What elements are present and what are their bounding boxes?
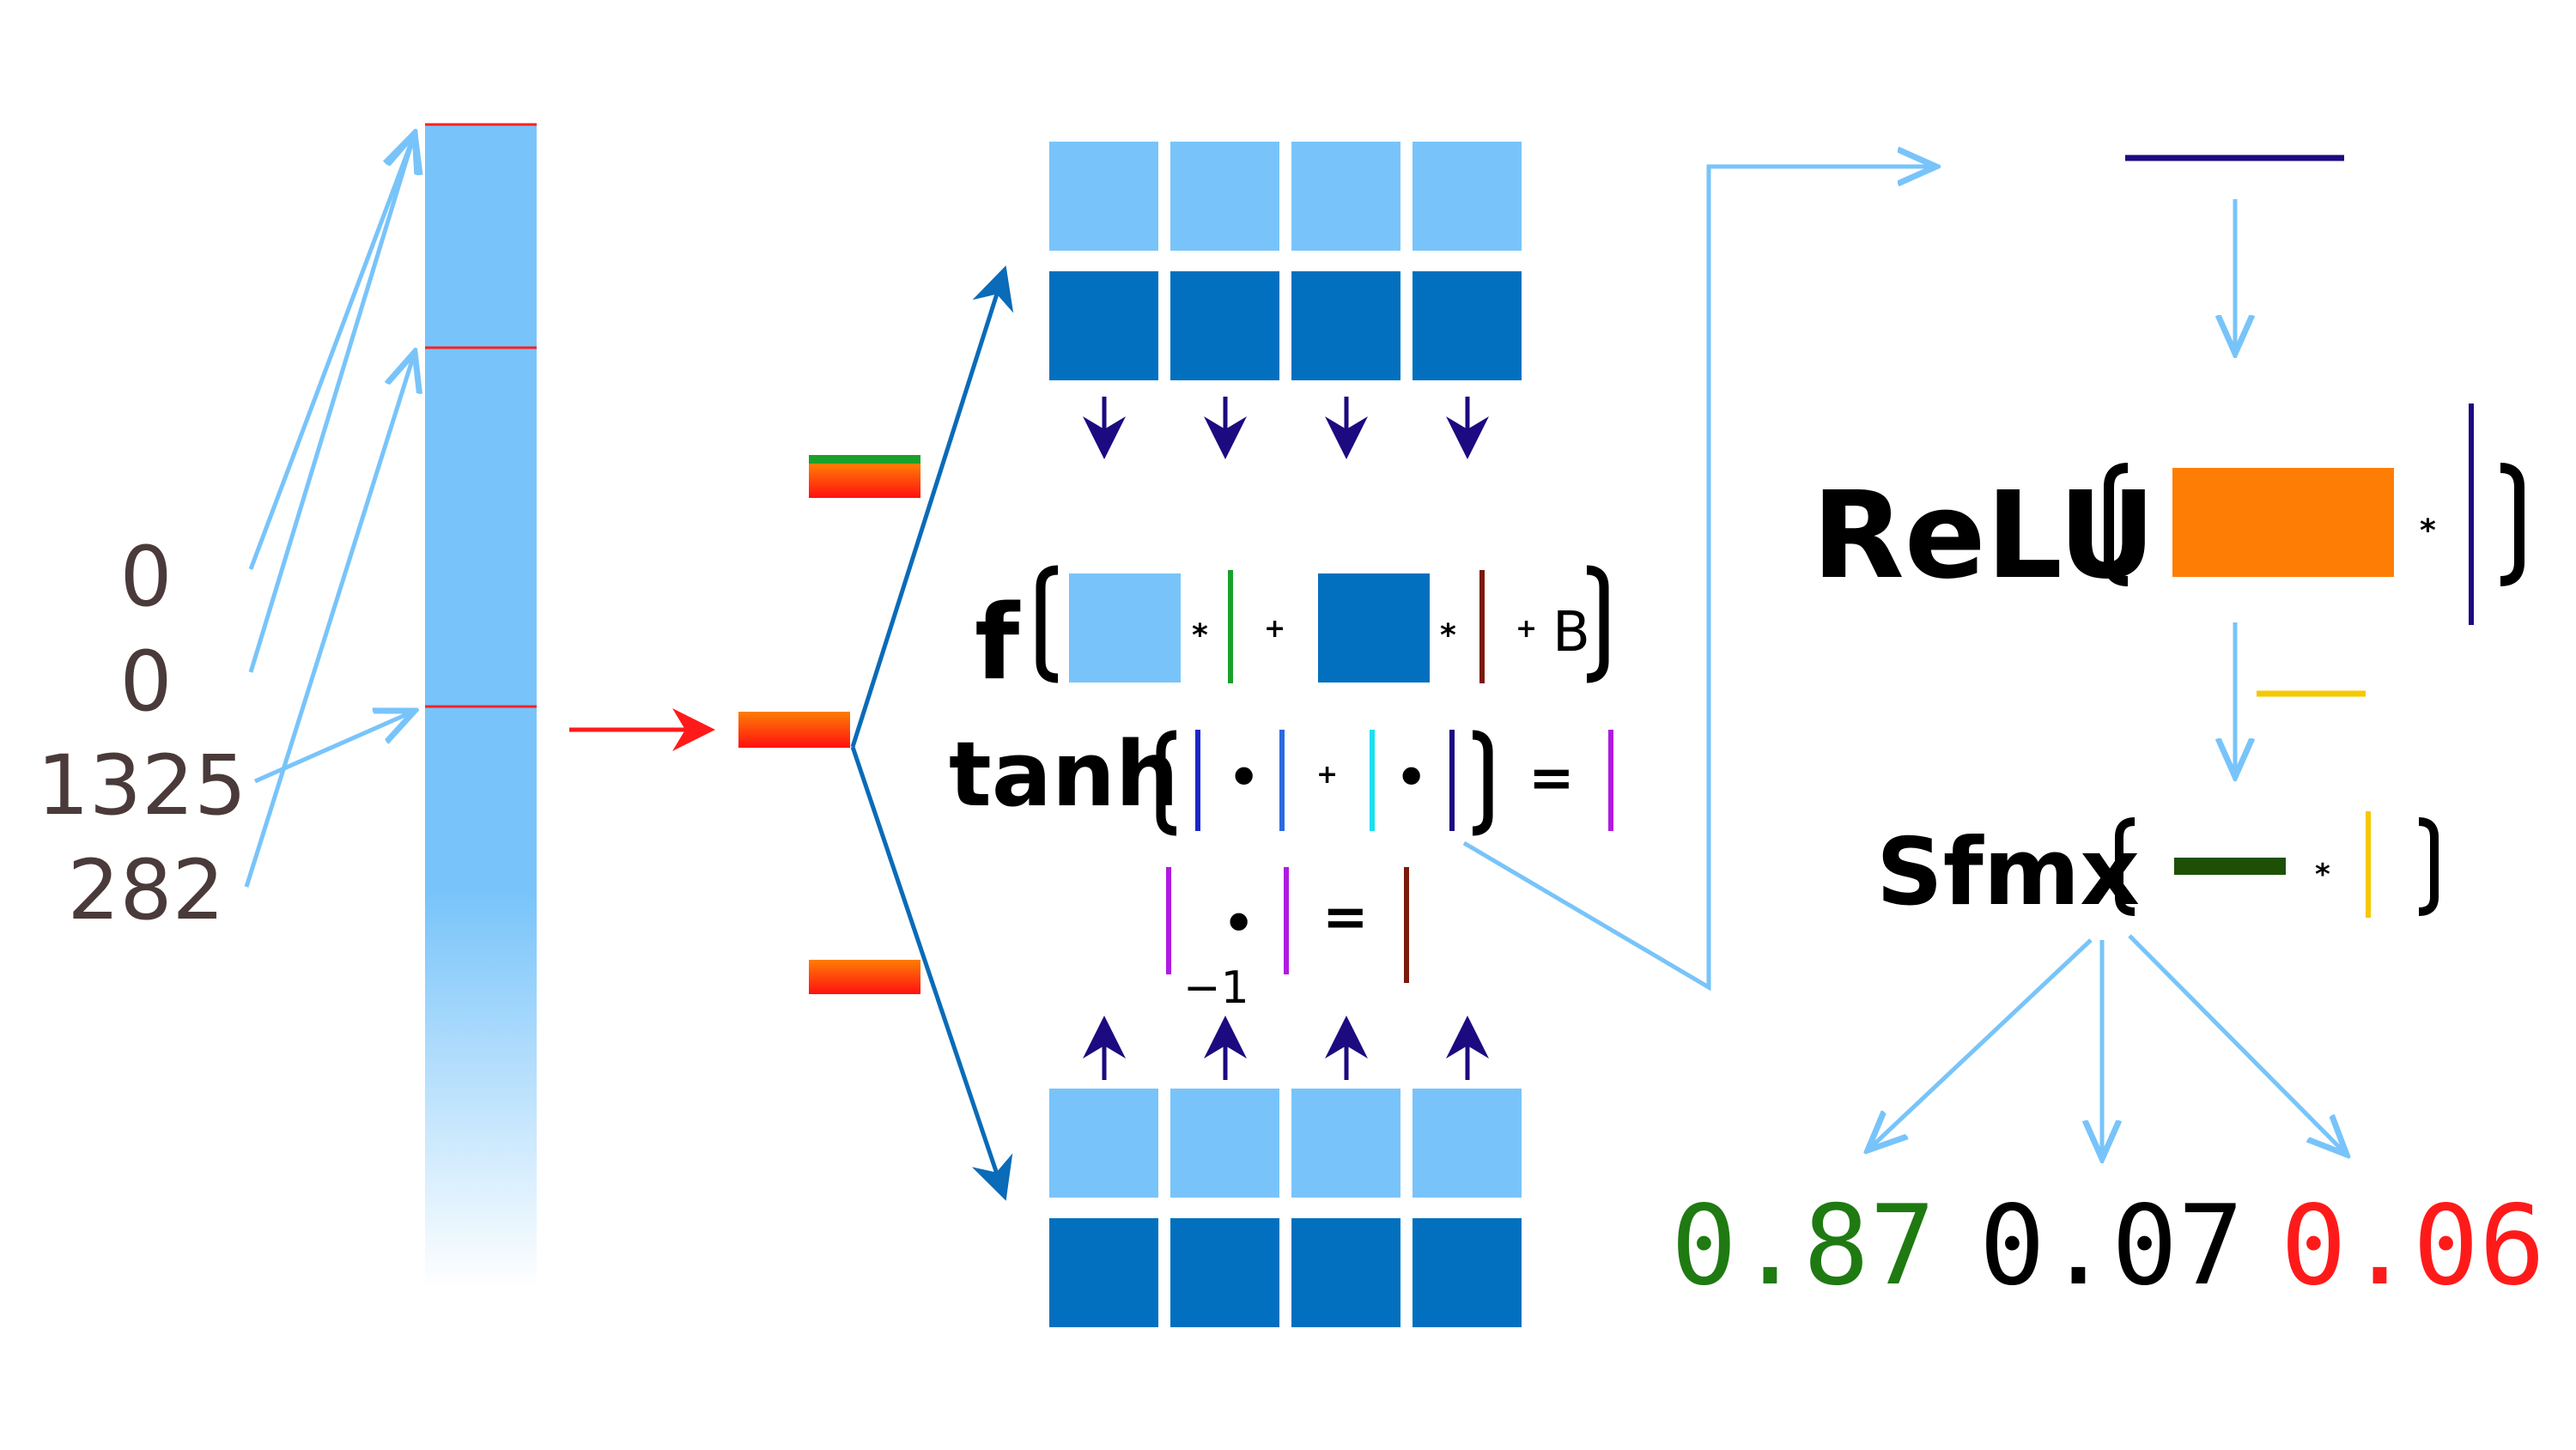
hidden-state-top: [809, 455, 920, 498]
relu-close-bracket: [2500, 463, 2524, 586]
input-tokens: 0 0 1325 282: [37, 529, 246, 938]
f-light-weight: [1069, 573, 1181, 683]
lookup-arrows: [244, 133, 415, 888]
output-arrow-right: [2128, 934, 2347, 1155]
inverse-equals: =: [1322, 886, 1369, 949]
f-input-vector: [1228, 570, 1233, 683]
hidden-state-bottom: [809, 960, 920, 994]
bottom-weight-grid: [1049, 1089, 1522, 1327]
weight-light-cell: [1413, 142, 1522, 251]
relu-times: *: [2420, 513, 2436, 549]
tanh-open-bracket: [1156, 730, 1177, 836]
top-down-arrows: [1083, 397, 1489, 459]
f-times-2: *: [1440, 618, 1456, 653]
output-arrow-left: [1868, 938, 2093, 1150]
relu-weight-block: [2172, 468, 2394, 577]
tanh-dot-1: •: [1226, 743, 1261, 813]
softmax-times: *: [2315, 858, 2330, 892]
weight-dark-cell: [1049, 1218, 1158, 1327]
softmax-label: Sfmx: [1876, 819, 2140, 926]
inverse-result-vector: [1404, 867, 1409, 983]
token-2: 0: [119, 634, 172, 730]
weight-dark-cell: [1291, 1218, 1400, 1327]
top-weight-grid: [1049, 142, 1522, 380]
softmax-close-bracket: [2418, 817, 2439, 916]
weight-dark-cell: [1291, 271, 1400, 380]
softmax-input-vector: [2366, 811, 2371, 918]
tanh-vector-3: [1370, 730, 1375, 831]
tanh-result-vector: [1608, 730, 1613, 831]
weight-light-cell: [1291, 1089, 1400, 1198]
inverse-vector-2: [1284, 867, 1289, 974]
inverse-dot: •: [1221, 889, 1256, 959]
f-close-bracket: [1586, 565, 1609, 683]
hidden-state-top-vector: [809, 464, 920, 498]
softmax-weight-bar: [2174, 858, 2286, 875]
lookup-arrow: [244, 352, 415, 888]
weight-dark-cell: [1413, 271, 1522, 380]
relu-label: ReLU: [1812, 466, 2156, 606]
f-bias: B: [1552, 601, 1590, 664]
softmax-formula: Sfmx *: [1876, 811, 2439, 926]
inverse-formula: −1 • =: [1166, 867, 1409, 1014]
tanh-equals: =: [1528, 747, 1575, 810]
output-probability-3: 0.06: [2281, 1182, 2545, 1310]
relu-formula: ReLU *: [1812, 403, 2524, 625]
lookup-arrow: [248, 133, 415, 570]
weight-dark-cell: [1170, 1218, 1279, 1327]
tanh-formula: tanh • + • =: [949, 722, 1613, 836]
lookup-arrow: [253, 711, 415, 784]
weight-light-cell: [1170, 142, 1279, 251]
tanh-label: tanh: [949, 722, 1179, 827]
bottom-up-arrows: [1083, 1016, 1489, 1080]
f-formula: f * + * + B: [975, 565, 1609, 703]
f-label: f: [975, 584, 1021, 703]
inverse-vector: [1166, 867, 1171, 974]
tanh-dot-2: •: [1394, 743, 1429, 813]
tanh-plus: +: [1316, 760, 1338, 790]
tanh-vector-2: [1279, 730, 1285, 831]
embedding-row-markers: [425, 123, 537, 708]
output-probability-1: 0.87: [1671, 1182, 1935, 1310]
tanh-vector-4: [1449, 730, 1455, 831]
tanh-close-bracket: [1472, 730, 1493, 836]
weight-light-cell: [1413, 1089, 1522, 1198]
weight-dark-cell: [1049, 271, 1158, 380]
relu-open-bracket: [2104, 463, 2129, 586]
token-4: 282: [67, 842, 224, 938]
weight-light-cell: [1049, 1089, 1158, 1198]
current-embedding: [738, 712, 850, 748]
output-probability-2: 0.07: [1979, 1182, 2244, 1310]
branch-arrows: [850, 265, 1014, 1201]
branch-arrow-down: [850, 746, 1013, 1201]
weight-dark-cell: [1413, 1218, 1522, 1327]
f-times-1: *: [1192, 618, 1208, 653]
weight-light-cell: [1049, 142, 1158, 251]
tanh-vector-1: [1195, 730, 1200, 831]
f-hidden-vector: [1479, 570, 1485, 683]
output-probabilities: 0.87 0.07 0.06: [1671, 1182, 2545, 1310]
weight-light-cell: [1291, 142, 1400, 251]
hidden-state-top-gate: [809, 455, 920, 464]
token-1: 0: [119, 529, 172, 625]
weight-dark-cell: [1170, 271, 1279, 380]
output-arrows: [1868, 934, 2347, 1159]
f-plus-1: +: [1264, 614, 1285, 644]
branch-arrow-up: [850, 265, 1014, 748]
f-open-bracket: [1036, 565, 1059, 683]
relu-input-vector: [2469, 403, 2474, 625]
weight-light-cell: [1170, 1089, 1279, 1198]
f-dark-weight: [1318, 573, 1430, 683]
connector-to-output: [1462, 167, 1936, 992]
f-plus-2: +: [1516, 614, 1537, 644]
softmax-open-bracket: [2115, 817, 2136, 916]
token-3: 1325: [37, 737, 246, 834]
lookup-arrow: [248, 133, 415, 673]
inverse-superscript: −1: [1183, 962, 1249, 1014]
